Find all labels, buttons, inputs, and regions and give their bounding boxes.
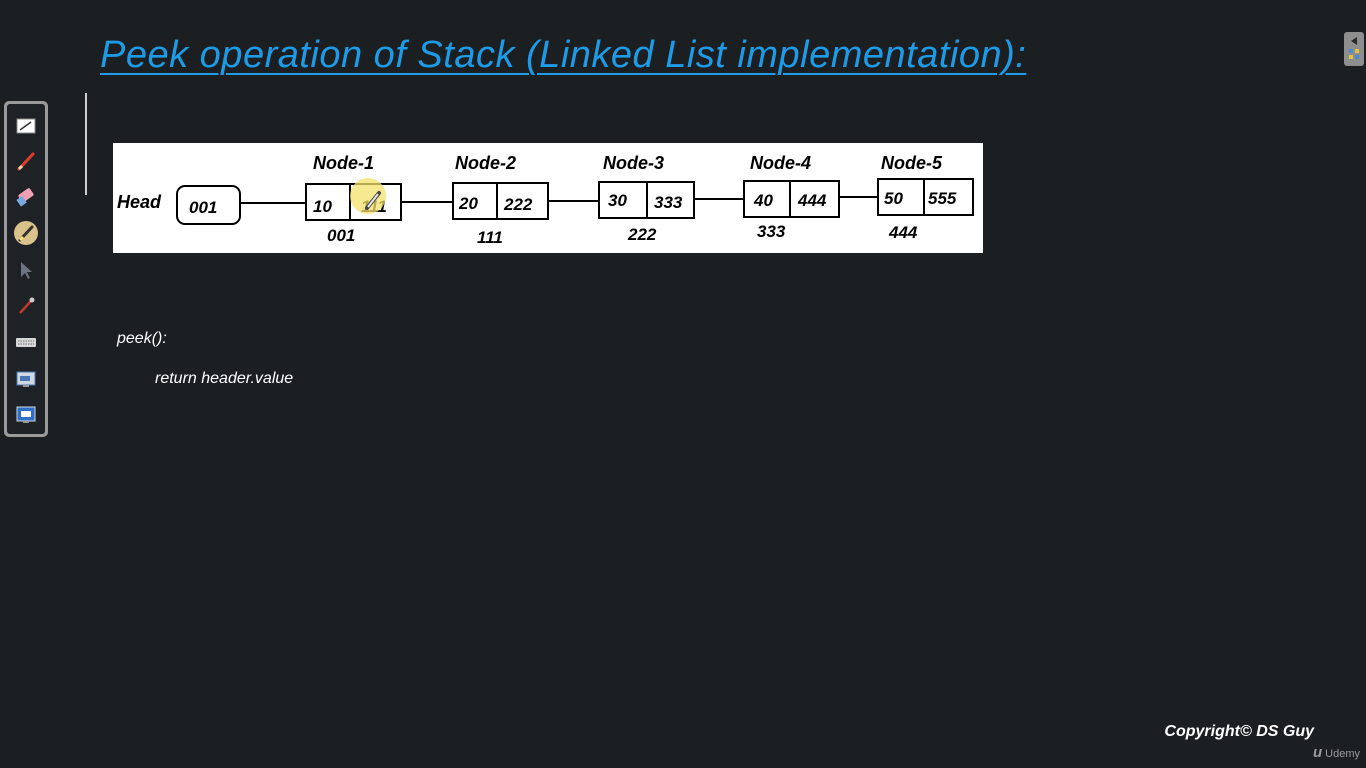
node-value: 10 [313,197,332,216]
node-value: 20 [458,194,478,213]
pointer-icon[interactable] [14,258,38,282]
linked-list-diagram: Head 001 Node-1 10 111 001 Node-2 20 222… [113,143,983,253]
node-name: Node-4 [750,153,811,173]
node-name: Node-1 [313,153,374,173]
pen-icon[interactable] [14,149,38,173]
node-name: Node-5 [881,153,943,173]
screen-capture-icon[interactable] [14,367,38,391]
side-panel-handle[interactable] [1344,32,1364,66]
eraser-icon[interactable] [14,185,38,209]
node-address: 222 [627,225,657,244]
whiteboard-icon[interactable] [14,114,38,138]
code-line-return: return header.value [155,370,294,387]
node-next: 222 [503,195,533,214]
node-name: Node-2 [455,153,516,173]
node-address: 111 [477,228,503,247]
node-address: 333 [757,222,786,241]
node-name: Node-3 [603,153,664,173]
highlighter-icon[interactable] [14,221,38,245]
node-next: 444 [797,191,827,210]
pencil-cursor-icon [365,191,381,210]
highlighter-cursor [350,178,386,214]
color-picker-icon[interactable] [14,294,38,318]
head-value: 001 [189,198,217,217]
node-box [877,178,974,216]
node-value: 30 [608,191,627,210]
udemy-label: Udemy [1325,748,1360,760]
node-address: 001 [327,226,355,245]
text-cursor-line [85,93,87,195]
udemy-icon: u [1312,744,1323,761]
panel-toggle-icon [1349,37,1359,59]
node-next: 333 [654,193,683,212]
page-title: Peek operation of Stack (Linked List imp… [100,34,1027,76]
head-label: Head [117,192,162,212]
annotation-toolbar [4,101,48,437]
node-value: 40 [753,191,773,210]
code-line-peek: peek(): [117,330,167,347]
node-box [743,180,840,218]
node-value: 50 [884,189,903,208]
node-address: 444 [888,223,918,242]
keyboard-icon[interactable] [14,330,38,354]
node-next: 555 [928,189,957,208]
display-icon[interactable] [14,403,38,427]
copyright-text: Copyright© DS Guy [1164,723,1314,740]
head-box [176,185,241,225]
